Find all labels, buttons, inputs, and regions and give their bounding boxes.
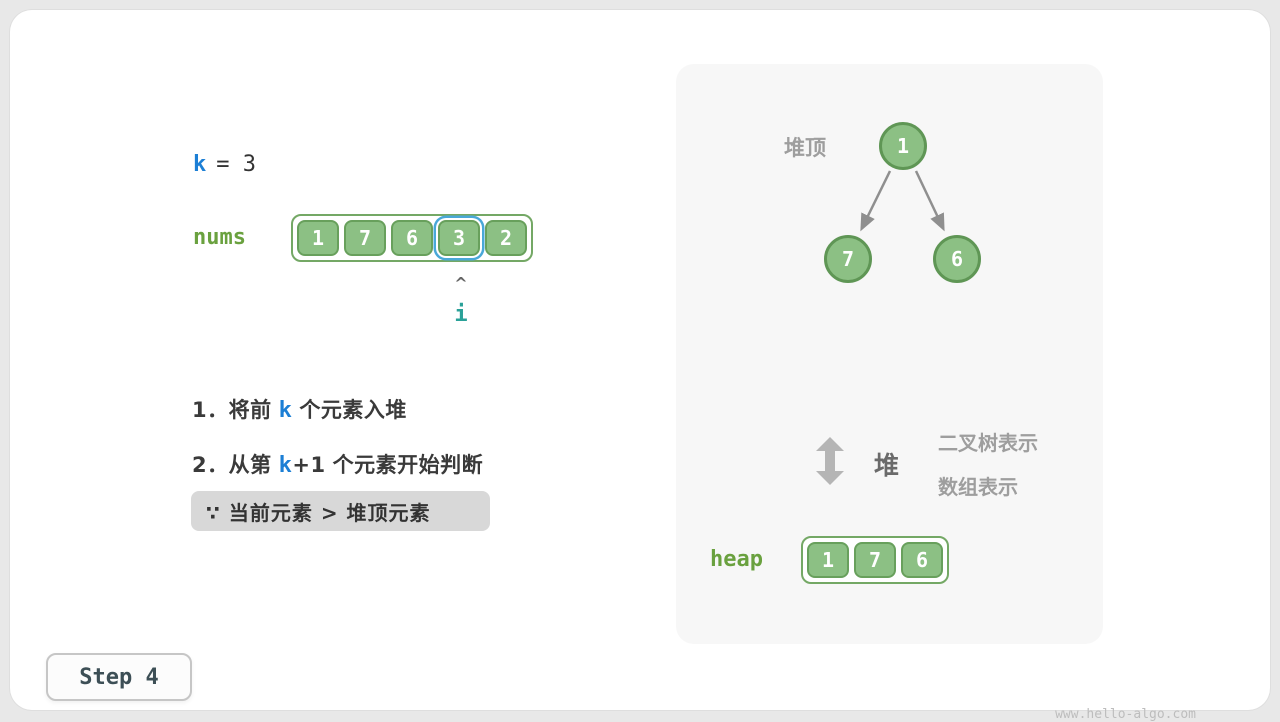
tree-node-right-child: 6 — [933, 235, 981, 283]
step-indicator: Step 4 — [46, 653, 192, 701]
tree-edge-arrows — [860, 170, 945, 232]
step2-k-variable: k — [278, 453, 293, 478]
up-down-arrow-icon — [816, 437, 844, 485]
array-cell: 2 — [485, 220, 527, 256]
nums-label: nums — [193, 225, 246, 250]
array-cell: 1 — [807, 542, 849, 578]
array-cell: 3 — [438, 220, 480, 256]
heap-array: 1 7 6 — [801, 536, 949, 584]
heap-panel: 堆顶 1 7 6 堆 二叉树表示 数组表示 heap 1 7 6 — [676, 64, 1103, 644]
legend-array: 数组表示 — [938, 475, 1018, 499]
tree-node-left-child: 7 — [824, 235, 872, 283]
legend-binary-tree: 二叉树表示 — [938, 431, 1038, 455]
array-cell: 7 — [344, 220, 386, 256]
step1-text-post: 个元素入堆 — [299, 398, 407, 422]
array-cell: 1 — [297, 220, 339, 256]
k-variable: k — [193, 152, 207, 177]
tree-node-root: 1 — [879, 122, 927, 170]
array-cell: 6 — [901, 542, 943, 578]
k-value-line: k = 3 — [193, 152, 256, 177]
array-cell: 7 — [854, 542, 896, 578]
nums-array: 1 7 6 3 2 — [291, 214, 533, 262]
step1-text-pre: 将前 — [228, 398, 272, 422]
step1-k-variable: k — [278, 398, 293, 423]
condition-callout: ∵ 当前元素 > 堆顶元素 — [191, 491, 490, 531]
watermark-url: www.hello-algo.com — [1055, 707, 1196, 722]
array-cell: 6 — [391, 220, 433, 256]
heap-top-label: 堆顶 — [784, 136, 826, 160]
heap-equivalence-label: 堆 — [874, 451, 900, 480]
step2-k-plus-one: +1 — [292, 453, 326, 477]
heap-label: heap — [710, 547, 763, 572]
k-value: = 3 — [216, 152, 256, 177]
step2-text-post: 个元素开始判断 — [332, 453, 484, 477]
step2-number: 2． — [192, 453, 229, 477]
step2-text-pre: 从第 — [228, 453, 272, 477]
pointer-i-label: i — [454, 302, 468, 327]
step1-number: 1． — [192, 398, 229, 422]
pointer-caret-icon: ^ — [454, 274, 468, 293]
